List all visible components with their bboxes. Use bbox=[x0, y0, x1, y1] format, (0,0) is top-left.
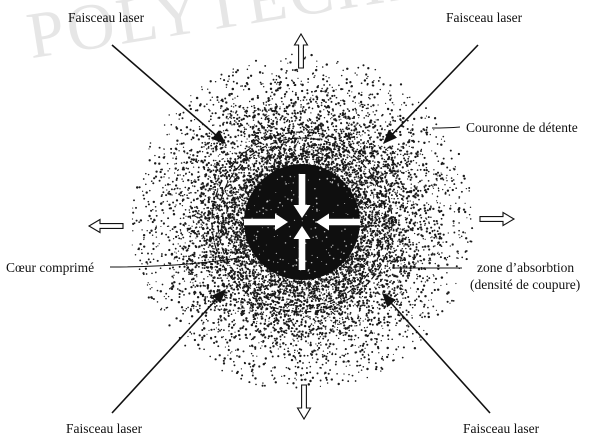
laser-beam-arrow-top-left bbox=[112, 45, 225, 143]
label-core: Cœur comprimé bbox=[6, 261, 94, 275]
label-corona: Couronne de détente bbox=[466, 121, 578, 135]
label-absorption-zone-line2: (densité de coupure) bbox=[470, 278, 580, 292]
laser-beam-arrow-bottom-right bbox=[383, 294, 490, 413]
expansion-arrow-left bbox=[89, 220, 123, 233]
expansion-arrow-up bbox=[295, 34, 308, 68]
label-laser-beam-top-left: Faisceau laser bbox=[68, 11, 144, 25]
label-laser-beam-top-right: Faisceau laser bbox=[446, 11, 522, 25]
label-absorption-zone-line1: zone d’absorbtion bbox=[477, 261, 574, 275]
laser-beam-arrow-top-right bbox=[384, 45, 478, 143]
corona-leader-line bbox=[432, 127, 460, 128]
label-laser-beam-bottom-left: Faisceau laser bbox=[66, 422, 142, 436]
expansion-arrow-down bbox=[298, 385, 311, 419]
laser-beam-arrow-bottom-left bbox=[112, 290, 225, 413]
label-laser-beam-bottom-right: Faisceau laser bbox=[463, 422, 539, 436]
expansion-arrow-right bbox=[480, 213, 514, 226]
